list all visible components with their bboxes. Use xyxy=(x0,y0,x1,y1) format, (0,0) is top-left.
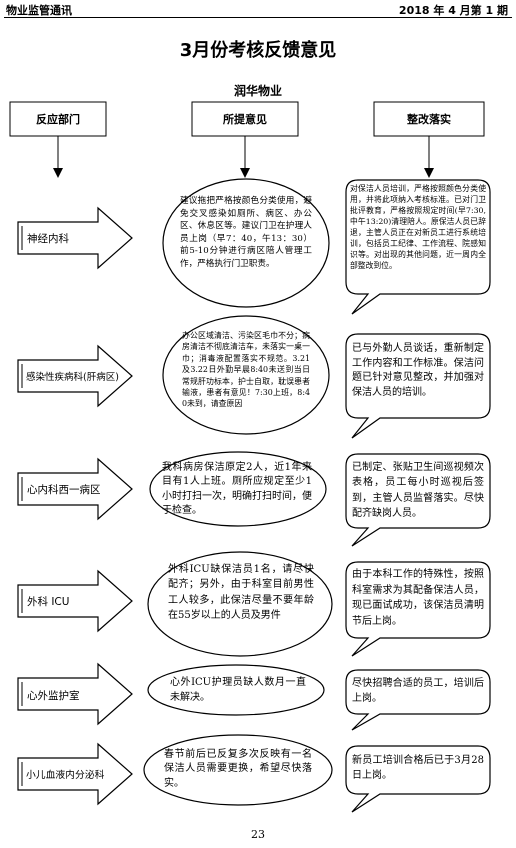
opinion-text: 办公区域清洁、污染区毛巾不分；病房清洁不彻底清洁车，未落实一桌一巾；消毒液配置落… xyxy=(182,331,310,409)
action-text: 已制定、张贴卫生间巡视频次表格，员工每小时巡视后签到，主管人员监督落实。尽快配齐… xyxy=(352,462,484,519)
department-label: 神经内科 xyxy=(27,233,69,245)
department-label: 小儿血液内分泌科 xyxy=(26,770,105,781)
opinion-text: 春节前后已反复多次反映有一名保洁人员需要更换，希望尽快落实。 xyxy=(164,749,312,789)
header-rule xyxy=(4,17,512,18)
opinion-down-arrow xyxy=(240,136,250,178)
action-callout-2 xyxy=(345,333,491,439)
action-callout-6 xyxy=(345,745,491,813)
publication-name: 物业监管通讯 xyxy=(6,4,72,17)
opinion-text: 外科ICU缺保洁员1名，请尽快配齐；另外，由于科室目前男性工人较多，此保洁尽量不… xyxy=(168,564,314,621)
action-text: 新员工培训合格后已于3月28日上岗。 xyxy=(352,755,484,782)
dept-arrow-3 xyxy=(17,457,133,521)
opinion-ellipse-5 xyxy=(147,664,325,716)
opinion-text: 心外ICU护理员缺人数月一直未解决。 xyxy=(170,677,306,703)
opinion-text: 我科病房保洁原定2人，近1年来目有1人上班。厕所应规定至少1小时打扫一次，明确打… xyxy=(162,462,312,516)
dept-arrow-6 xyxy=(17,742,133,806)
action-callout-4 xyxy=(345,561,491,657)
action-text: 由于本科工作的特殊性，按照科室需求为其配备保洁人员，现已面试成功，该保洁员清明节… xyxy=(352,569,484,627)
action-down-arrow xyxy=(424,136,434,178)
opinion-header-box xyxy=(191,101,299,137)
opinion-ellipse-1 xyxy=(162,178,330,308)
action-callout-3 xyxy=(345,453,491,547)
dept-arrow-1 xyxy=(17,206,133,270)
page-title: 3月份考核反馈意见 xyxy=(179,40,337,61)
action-text: 已与外勤人员谈话，重新制定工作内容和工作标准。保洁问题已针对意见整改，并加强对保… xyxy=(352,343,484,398)
dept-column-header: 反应部门 xyxy=(36,113,80,126)
opinion-ellipse-4 xyxy=(147,551,333,657)
action-callout-5 xyxy=(345,669,491,731)
department-label: 心外监护室 xyxy=(27,690,80,702)
dept-down-arrow xyxy=(53,136,63,178)
action-text: 对保洁人员培训，严格按照颜色分类使用，并将此项纳入考核标准。已对门卫批评教育，严… xyxy=(350,184,486,270)
action-column-header: 整改落实 xyxy=(407,113,451,126)
dept-arrow-2 xyxy=(17,344,133,408)
company-name: 润华物业 xyxy=(233,84,282,98)
dept-arrow-5 xyxy=(17,662,133,726)
page-number: 23 xyxy=(251,828,265,841)
opinion-ellipse-3 xyxy=(149,451,327,527)
action-header-box xyxy=(373,101,485,137)
action-callout-1 xyxy=(345,179,491,315)
opinion-column-header: 所提意见 xyxy=(223,113,267,126)
action-text: 尽快招聘合适的员工，培训后上岗。 xyxy=(352,678,484,704)
department-label: 心内科西一病区 xyxy=(27,484,101,496)
opinion-text: 建议拖把严格按颜色分类使用，避免交叉感染如厕所、病区、办公区、休息区等。建议门卫… xyxy=(180,196,312,269)
dept-arrow-4 xyxy=(17,569,133,633)
department-label: 外科 ICU xyxy=(27,596,70,608)
opinion-ellipse-6 xyxy=(143,734,333,806)
opinion-ellipse-2 xyxy=(162,315,330,435)
department-label: 感染性疾病科(肝病区) xyxy=(26,372,119,383)
issue-label: 2018 年 4 月第 1 期 xyxy=(398,4,508,17)
